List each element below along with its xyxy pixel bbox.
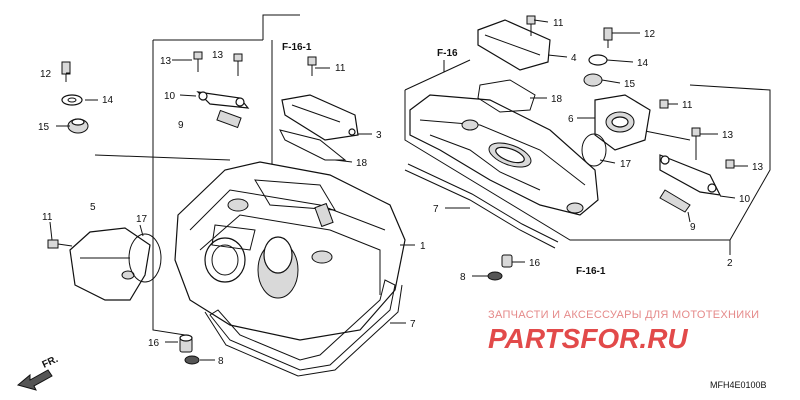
grommet-rear bbox=[487, 254, 513, 281]
side-cover bbox=[47, 227, 162, 301]
callout-13: 13 bbox=[212, 50, 224, 61]
callout-11: 11 bbox=[682, 100, 693, 111]
direction-label: FR. bbox=[41, 354, 60, 371]
watermark: ЗАПЧАСТИ И АКСЕССУАРЫ ДЛЯ МОТОТЕХНИКИ PA… bbox=[488, 309, 759, 354]
callout-11: 11 bbox=[335, 63, 346, 74]
callout-12: 12 bbox=[40, 69, 52, 80]
cover-plate-center bbox=[279, 56, 359, 161]
callout-labels: 12 14 15 5 11 17 13 13 10 9 11 3 18 1 7 … bbox=[38, 18, 764, 367]
front-direction-indicator: FR. bbox=[16, 354, 60, 391]
callout-17: 17 bbox=[620, 159, 632, 170]
callout-7: 7 bbox=[410, 319, 416, 330]
gasket-rear bbox=[404, 163, 559, 249]
watermark-tagline: ЗАПЧАСТИ И АКСЕССУАРЫ ДЛЯ МОТОТЕХНИКИ bbox=[488, 309, 759, 321]
callout-4: 4 bbox=[571, 53, 577, 64]
callout-9: 9 bbox=[178, 120, 184, 131]
watermark-brand: PARTSFOR.RU bbox=[488, 323, 688, 354]
head-cover-front bbox=[174, 161, 406, 341]
ref-f16-1-bottom: F-16-1 bbox=[576, 266, 606, 277]
plate-top-right bbox=[477, 15, 551, 71]
callout-16: 16 bbox=[529, 258, 541, 269]
oval-gasket-rear bbox=[477, 79, 536, 113]
callout-12: 12 bbox=[644, 29, 656, 40]
grommet-front bbox=[179, 334, 200, 365]
callout-11: 11 bbox=[553, 18, 564, 29]
callout-3: 3 bbox=[376, 130, 382, 141]
callout-8: 8 bbox=[460, 272, 466, 283]
diagram-code: MFH4E0100B bbox=[710, 380, 767, 390]
callout-10: 10 bbox=[164, 91, 176, 102]
callout-8: 8 bbox=[218, 356, 224, 367]
reference-labels: F-16-1 F-16 F-16-1 bbox=[282, 42, 606, 277]
callout-18: 18 bbox=[356, 158, 368, 169]
callout-6: 6 bbox=[568, 114, 574, 125]
callout-13: 13 bbox=[722, 130, 734, 141]
head-cover-rear bbox=[409, 94, 599, 216]
callout-14: 14 bbox=[102, 95, 114, 106]
callout-9: 9 bbox=[690, 222, 696, 233]
callout-11: 11 bbox=[42, 212, 53, 223]
gasket-front bbox=[204, 279, 403, 377]
callout-14: 14 bbox=[637, 58, 649, 69]
ref-f16: F-16 bbox=[437, 48, 458, 59]
bracket-left bbox=[193, 51, 250, 129]
callout-18: 18 bbox=[551, 94, 563, 105]
callout-2: 2 bbox=[727, 258, 733, 269]
callout-15: 15 bbox=[38, 122, 50, 133]
callout-17: 17 bbox=[136, 214, 148, 225]
callout-13: 13 bbox=[160, 56, 172, 67]
leader-lines bbox=[49, 19, 748, 361]
callout-15: 15 bbox=[624, 79, 636, 90]
bolt-group-right bbox=[583, 27, 669, 109]
bolt-group-left bbox=[61, 61, 89, 134]
callout-13: 13 bbox=[752, 162, 764, 173]
arrow-icon bbox=[16, 369, 53, 391]
callout-10: 10 bbox=[739, 194, 751, 205]
bracket-right bbox=[659, 127, 735, 213]
callout-7: 7 bbox=[433, 204, 439, 215]
breather-right bbox=[581, 94, 651, 167]
callout-1: 1 bbox=[420, 241, 426, 252]
callout-5: 5 bbox=[90, 202, 96, 213]
ref-f16-1-top: F-16-1 bbox=[282, 42, 312, 53]
callout-16: 16 bbox=[148, 338, 160, 349]
